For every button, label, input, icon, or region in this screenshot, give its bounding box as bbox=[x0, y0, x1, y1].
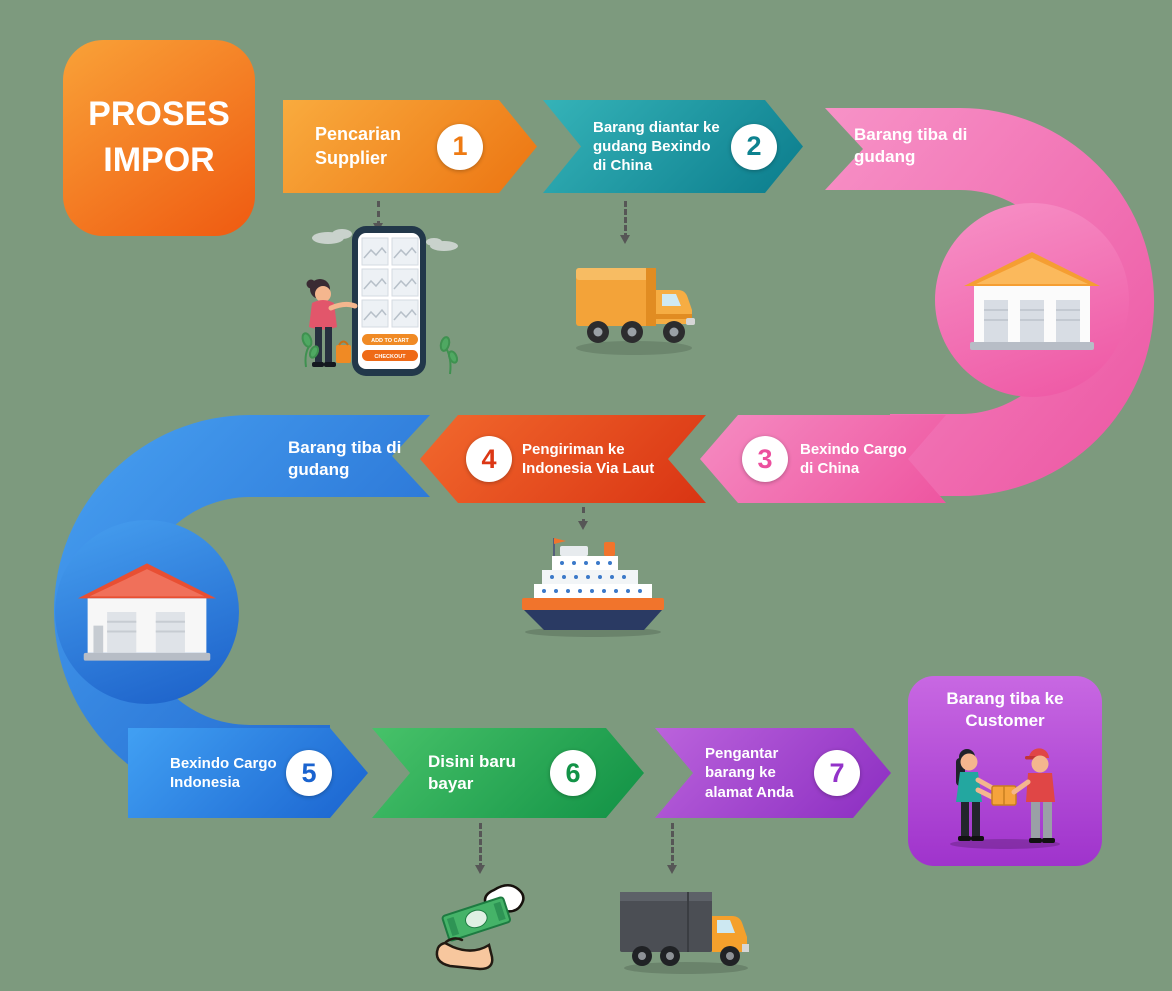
step-2-label: Barang diantar ke gudang Bexindo di Chin… bbox=[593, 118, 720, 175]
step-2-number-badge: 2 bbox=[731, 124, 777, 170]
warehouse-icon bbox=[77, 563, 217, 661]
step-2-arrow: Barang diantar ke gudang Bexindo di Chin… bbox=[543, 100, 803, 193]
step-6-arrow: Disini baru bayar 6 bbox=[372, 728, 644, 818]
delivery-truck-icon bbox=[620, 892, 749, 974]
blue-curve-band bbox=[54, 415, 430, 807]
ship-icon bbox=[522, 538, 664, 637]
connector-arrow-step7 bbox=[667, 823, 677, 874]
customer-arrival-box: Barang tiba ke Customer bbox=[908, 676, 1102, 866]
warehouse-icon bbox=[964, 252, 1100, 350]
step-7-arrow: Pengantar barang ke alamat Anda 7 bbox=[655, 728, 891, 818]
step-3-number-badge: 3 bbox=[742, 436, 788, 482]
step-4-label: Pengiriman ke Indonesia Via Laut bbox=[522, 440, 655, 477]
indonesia-warehouse-circle bbox=[55, 520, 239, 704]
step-4-number-badge: 4 bbox=[466, 436, 512, 482]
blue-banner-label: Barang tiba di gudang bbox=[288, 438, 402, 480]
connector-arrow-step4 bbox=[578, 507, 588, 530]
cargo-truck-icon bbox=[576, 268, 695, 355]
step-4-arrow: 4 Pengiriman ke Indonesia Via Laut bbox=[420, 415, 706, 503]
china-warehouse-circle bbox=[935, 203, 1129, 397]
svg-text:ADD TO CART: ADD TO CART bbox=[371, 338, 409, 344]
customer-box-label: Barang tiba ke Customer bbox=[946, 689, 1064, 730]
step-1-arrow: Pencarian Supplier 1 bbox=[283, 100, 537, 193]
step-5-arrow: Bexindo Cargo Indonesia 5 bbox=[128, 728, 368, 818]
step-6-number-badge: 6 bbox=[550, 750, 596, 796]
pink-curve-band bbox=[825, 107, 1155, 497]
connector-arrow-step2 bbox=[620, 201, 630, 244]
phone-shopping-illustration: ADD TO CART CHECKOUT bbox=[301, 226, 459, 376]
svg-text:CHECKOUT: CHECKOUT bbox=[374, 354, 406, 360]
payment-hands-icon bbox=[435, 884, 525, 971]
step-3-arrow: 3 Bexindo Cargo di China bbox=[700, 415, 946, 503]
step-1-number-badge: 1 bbox=[437, 124, 483, 170]
package-handover-illustration bbox=[950, 747, 1060, 849]
pink-banner-label: Barang tiba di gudang bbox=[854, 125, 968, 167]
step-3-label: Bexindo Cargo di China bbox=[800, 440, 907, 477]
step-5-label: Bexindo Cargo Indonesia bbox=[170, 754, 277, 791]
step-6-label: Disini baru bayar bbox=[428, 752, 516, 793]
step-7-number-badge: 7 bbox=[814, 750, 860, 796]
connector-arrow-step6 bbox=[475, 823, 485, 874]
step-5-number-badge: 5 bbox=[286, 750, 332, 796]
page-title: PROSES IMPOR bbox=[63, 40, 255, 236]
step-7-label: Pengantar barang ke alamat Anda bbox=[705, 745, 794, 801]
step-1-label: Pencarian Supplier bbox=[315, 124, 402, 168]
